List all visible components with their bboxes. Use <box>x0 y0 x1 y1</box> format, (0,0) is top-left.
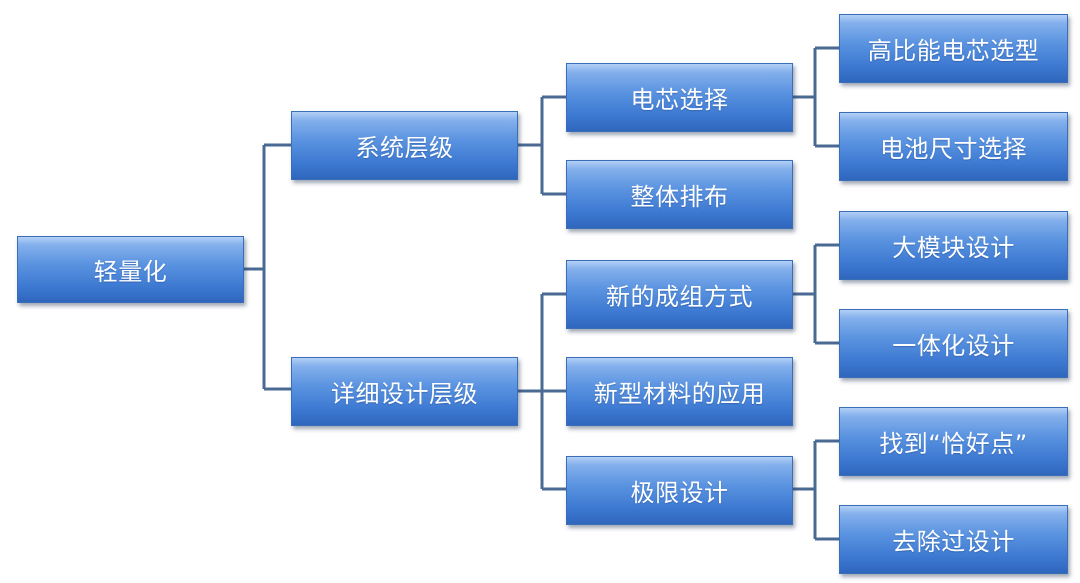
connector-cell-selection-to-children <box>793 46 839 148</box>
node-cell-selection: 电芯选择 <box>566 63 793 132</box>
node-limit-design: 极限设计 <box>566 456 793 525</box>
node-detailed-design-level: 详细设计层级 <box>291 357 518 426</box>
connector-detail-to-children <box>518 292 566 491</box>
connector-root-to-level1 <box>244 143 291 391</box>
node-battery-size-selection: 电池尺寸选择 <box>839 112 1068 181</box>
node-new-materials-application: 新型材料的应用 <box>566 357 793 426</box>
node-new-grouping-method: 新的成组方式 <box>566 260 793 329</box>
node-remove-overdesign: 去除过设计 <box>839 505 1068 574</box>
node-high-energy-cell-selection: 高比能电芯选型 <box>839 14 1068 83</box>
node-overall-layout: 整体排布 <box>566 160 793 229</box>
node-integrated-design: 一体化设计 <box>839 309 1068 378</box>
node-root-lightweight: 轻量化 <box>17 236 244 303</box>
connector-new-grouping-to-children <box>793 243 839 345</box>
connector-limit-design-to-children <box>793 439 839 541</box>
node-find-sweet-spot: 找到“恰好点” <box>839 407 1068 476</box>
node-large-module-design: 大模块设计 <box>839 211 1068 280</box>
connector-system-to-children <box>518 95 566 196</box>
node-system-level: 系统层级 <box>291 111 518 180</box>
